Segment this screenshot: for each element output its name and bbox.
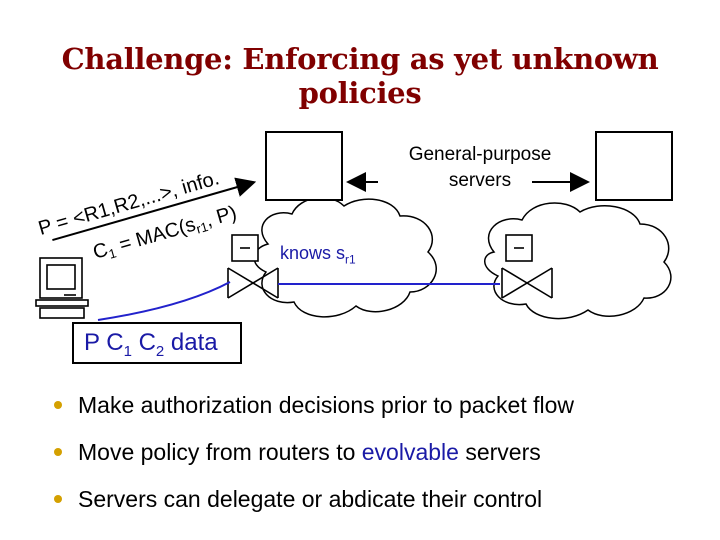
tilted-arrow	[52, 177, 257, 242]
bullet-dot-icon	[54, 448, 62, 456]
router-icon-middle	[227, 234, 279, 299]
network-cloud-right	[484, 202, 672, 320]
bullet-item: Move policy from routers to evolvable se…	[48, 435, 708, 482]
bullet-dot-icon	[54, 401, 62, 409]
server-box-right	[595, 131, 673, 201]
servers-label: General-purpose servers	[408, 144, 552, 191]
server-box-left	[265, 131, 343, 201]
packet-box: P C1 C2 data	[72, 322, 242, 364]
link-computer-to-router	[97, 281, 231, 321]
bullet-dot-icon	[54, 495, 62, 503]
bullet-item: Servers can delegate or abdicate their c…	[48, 482, 708, 529]
knows-label: knows sr1	[280, 243, 356, 267]
computer-icon	[35, 257, 89, 319]
bullet-list: Make authorization decisions prior to pa…	[48, 388, 708, 529]
slide-title: Challenge: Enforcing as yet unknown poli…	[61, 42, 659, 110]
highlight-evolvable: evolvable	[361, 439, 459, 465]
network-diagram: P = <R1,R2,...>, info. C1 = MAC(sr1, P)	[35, 131, 673, 321]
router-icon-right	[501, 234, 553, 299]
bullet-item: Make authorization decisions prior to pa…	[48, 388, 708, 435]
